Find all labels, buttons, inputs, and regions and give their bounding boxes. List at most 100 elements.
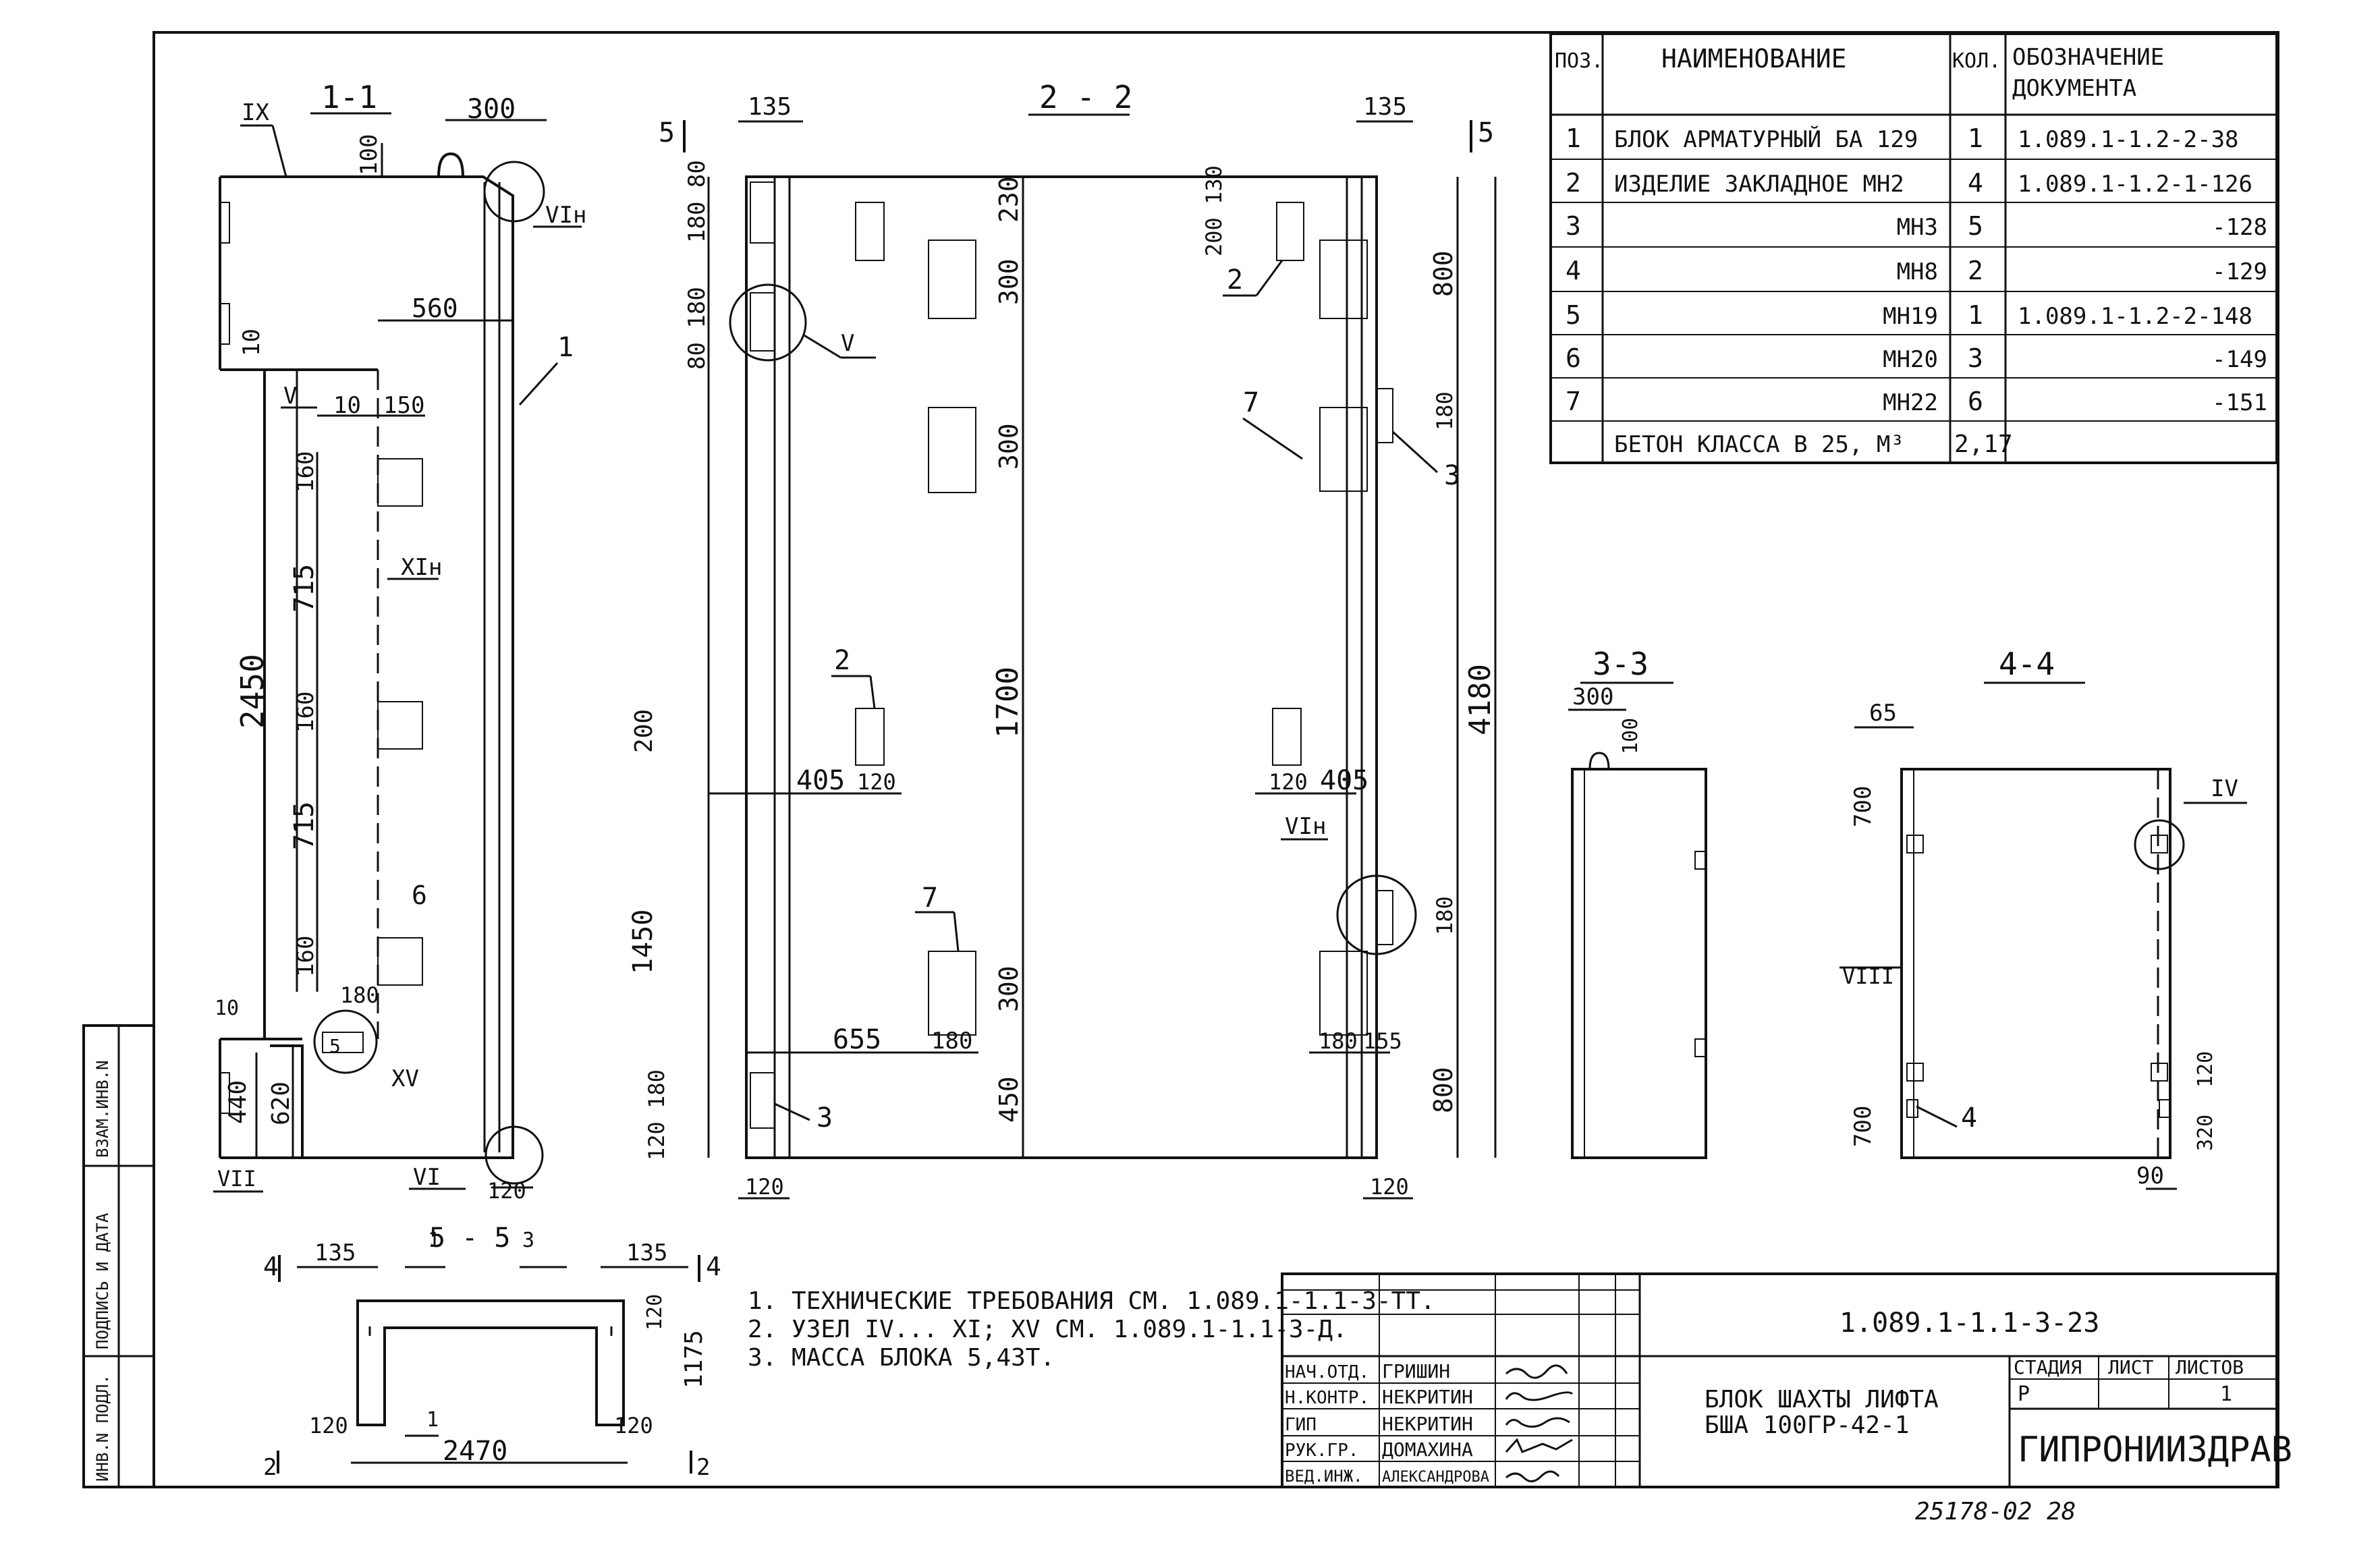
dim-405-right: 405	[1320, 765, 1368, 796]
section-2-2-label: 2 - 2	[1039, 79, 1132, 115]
row1-doc: 1.089.1-1.2-2-38	[2018, 126, 2239, 153]
row4-qty: 2	[1968, 256, 1983, 285]
footer-code: 25178-02 28	[1915, 1498, 2076, 1525]
section-arrow-3-top: 3	[522, 1229, 534, 1252]
role-5: ВЕД.ИНЖ.	[1285, 1467, 1363, 1486]
callout-VI: VI	[413, 1164, 441, 1191]
callout-IV: IV	[2211, 775, 2238, 802]
dim-300: 300	[467, 94, 516, 125]
dim-320: 320	[2194, 1115, 2217, 1151]
signature-4	[1505, 1438, 1573, 1453]
dim-620: 620	[267, 1082, 295, 1125]
signature-3	[1505, 1417, 1570, 1428]
title-line-1: БЛОК ШАХТЫ ЛИФТА	[1705, 1386, 1939, 1413]
detail-circle-V	[729, 283, 807, 362]
section-2-2: 2 - 2 5 5	[628, 79, 1497, 1200]
detail-circle-XV	[313, 1009, 378, 1074]
callout-7-b: 7	[1243, 387, 1259, 418]
sheet-label: ЛИСТ	[2108, 1356, 2154, 1378]
dim-135-left: 135	[748, 93, 792, 121]
notes: 1. ТЕХНИЧЕСКИЕ ТРЕБОВАНИЯ СМ. 1.089.1-1.…	[748, 1287, 1435, 1372]
detail-circle-IV	[2134, 819, 2185, 870]
dim-405-left: 405	[796, 765, 845, 796]
section-3-3-label: 3-3	[1593, 646, 1649, 682]
dim-450: 450	[994, 1076, 1024, 1123]
dim-300-b: 300	[994, 423, 1024, 470]
signature-2	[1505, 1391, 1574, 1401]
dim-100-33: 100	[1619, 718, 1642, 754]
dim-80-180: 80 180	[684, 287, 711, 370]
dim-120-22b: 120	[1370, 1174, 1409, 1200]
dim-300-a: 300	[994, 258, 1024, 305]
stage-value: Р	[2018, 1382, 2030, 1406]
dim-2450: 2450	[234, 654, 271, 729]
dim-150: 150	[383, 392, 424, 419]
callout-6: 6	[412, 880, 427, 910]
dim-120-11: 120	[487, 1178, 526, 1204]
callout-2-b: 2	[1227, 264, 1243, 296]
row5-doc: 1.089.1-1.2-2-148	[2018, 303, 2252, 330]
doc-number: 1.089.1-1.1-3-23	[1839, 1308, 2099, 1339]
header-qty: КОЛ.	[1952, 49, 2001, 73]
dim-120-180: 120 180	[644, 1069, 669, 1160]
dim-135-55a: 135	[314, 1239, 356, 1266]
signature-5	[1505, 1470, 1560, 1482]
title-line-2: БША 100ГР-42-1	[1705, 1411, 1909, 1439]
row2-doc: 1.089.1-1.2-1-126	[2018, 171, 2252, 198]
dim-160-top: 160	[292, 451, 319, 493]
sheets-label: ЛИСТОВ	[2176, 1356, 2244, 1378]
callout-XIn: XIн	[401, 554, 442, 581]
dim-155: 155	[1363, 1028, 1402, 1054]
row7-qty: 6	[1968, 387, 1983, 416]
section-1-1-label: 1-1	[321, 79, 377, 115]
row3-qty: 5	[1968, 211, 1983, 241]
row8-qty: 2,17	[1954, 430, 2013, 458]
section-3-3: 3-3 300 100	[1568, 646, 1707, 1159]
name-2: НЕКРИТИН	[1382, 1386, 1473, 1408]
dim-120-55b: 120	[614, 1413, 653, 1438]
dim-160-bot: 160	[292, 936, 319, 977]
header-pos: ПОЗ.	[1555, 49, 1603, 73]
dim-715-bot: 715	[289, 802, 320, 850]
callout-VII: VII	[217, 1166, 256, 1192]
row2-name: ИЗДЕЛИЕ ЗАКЛАДНОЕ МН2	[1614, 171, 1904, 198]
section-arrow-5-right: 5	[1478, 117, 1494, 148]
section-arrow-2-left: 2	[263, 1454, 277, 1481]
row7-pos: 7	[1566, 387, 1581, 416]
row7-name: МН22	[1883, 389, 1938, 416]
section-arrow-4-right: 4	[706, 1252, 721, 1281]
dim-1450: 1450	[628, 909, 659, 974]
row2-pos: 2	[1566, 168, 1581, 198]
dim-655: 655	[833, 1024, 881, 1055]
dim-800-top: 800	[1429, 250, 1458, 297]
title-block: 1.089.1-1.1-3-23 НАЧ.ОТД. Н.КОНТР. ГИП Р…	[1281, 1272, 2292, 1488]
stamp-inv-podl: ИНВ.N ПОДЛ.	[93, 1374, 112, 1482]
callout-IX: IX	[242, 99, 269, 126]
dim-180-22d: 180	[1432, 896, 1458, 935]
name-3: НЕКРИТИН	[1382, 1413, 1473, 1435]
dim-180-80: 180 80	[684, 160, 711, 243]
detail-circle-VIn	[483, 161, 545, 223]
dim-560: 560	[412, 293, 458, 323]
dim-180-22b: 180	[931, 1028, 972, 1055]
callout-5: 5	[329, 1035, 341, 1057]
callout-3-b: 3	[1444, 460, 1460, 491]
role-2: Н.КОНТР.	[1285, 1388, 1369, 1408]
sheets-value: 1	[2220, 1382, 2232, 1406]
section-arrow-1-bot: 1	[426, 1408, 439, 1432]
dim-200: 200	[630, 709, 658, 753]
header-doc-1: ОБОЗНАЧЕНИЕ	[2012, 44, 2164, 71]
callout-2-a: 2	[834, 645, 850, 676]
section-4-4-label: 4-4	[1999, 646, 2055, 682]
callout-1-11: 1	[557, 332, 574, 363]
dim-120-44: 120	[2194, 1051, 2217, 1088]
dim-120-55a: 120	[309, 1413, 348, 1438]
row1-pos: 1	[1566, 123, 1581, 153]
name-5: АЛЕКСАНДРОВА	[1382, 1469, 1489, 1486]
note-2: 2. УЗЕЛ IV... XI; XV СМ. 1.089.1-1.1-3-Д…	[748, 1316, 1348, 1343]
dim-65: 65	[1869, 700, 1897, 727]
dim-180-11: 180	[340, 982, 379, 1008]
row6-qty: 3	[1968, 343, 1983, 373]
dim-120-22a: 120	[745, 1174, 784, 1200]
dim-2470: 2470	[443, 1436, 507, 1467]
